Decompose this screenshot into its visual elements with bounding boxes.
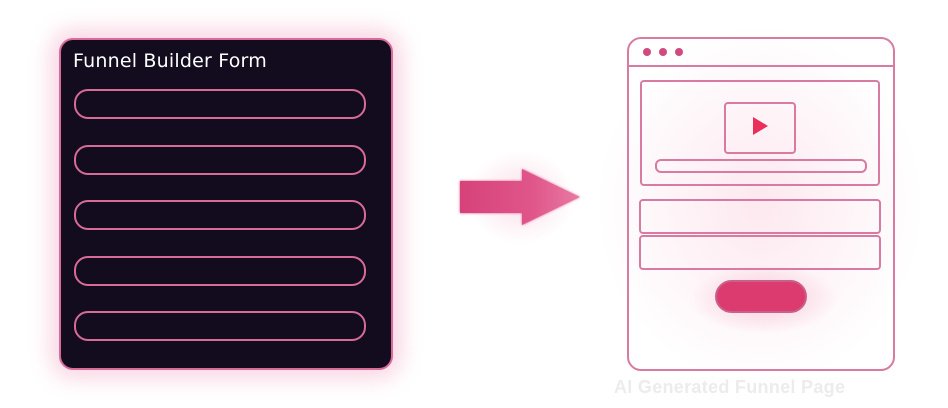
browser-title-bar-divider [629, 65, 893, 67]
form-field-5[interactable] [74, 311, 366, 341]
hero-section [640, 80, 880, 186]
window-dot-icon [643, 48, 651, 56]
play-icon[interactable] [753, 117, 768, 135]
window-dot-icon [659, 48, 667, 56]
page-caption: AI Generated Funnel Page [614, 377, 846, 397]
page-input-1[interactable] [639, 199, 881, 234]
page-input-2[interactable] [639, 235, 881, 270]
form-field-1[interactable] [74, 89, 366, 119]
right-arrow-svg [460, 169, 580, 225]
form-title: Funnel Builder Form [73, 50, 267, 72]
right-arrow-icon [456, 167, 582, 227]
funnel-page-preview [627, 37, 895, 371]
hero-text-bar [655, 159, 867, 173]
form-field-4[interactable] [74, 256, 366, 286]
video-player[interactable] [724, 102, 796, 154]
window-dot-icon [675, 48, 683, 56]
form-field-2[interactable] [74, 145, 366, 175]
page-glow [600, 30, 920, 380]
funnel-builder-form: Funnel Builder Form [59, 38, 393, 370]
cta-button[interactable] [715, 280, 807, 313]
form-field-3[interactable] [74, 200, 366, 230]
